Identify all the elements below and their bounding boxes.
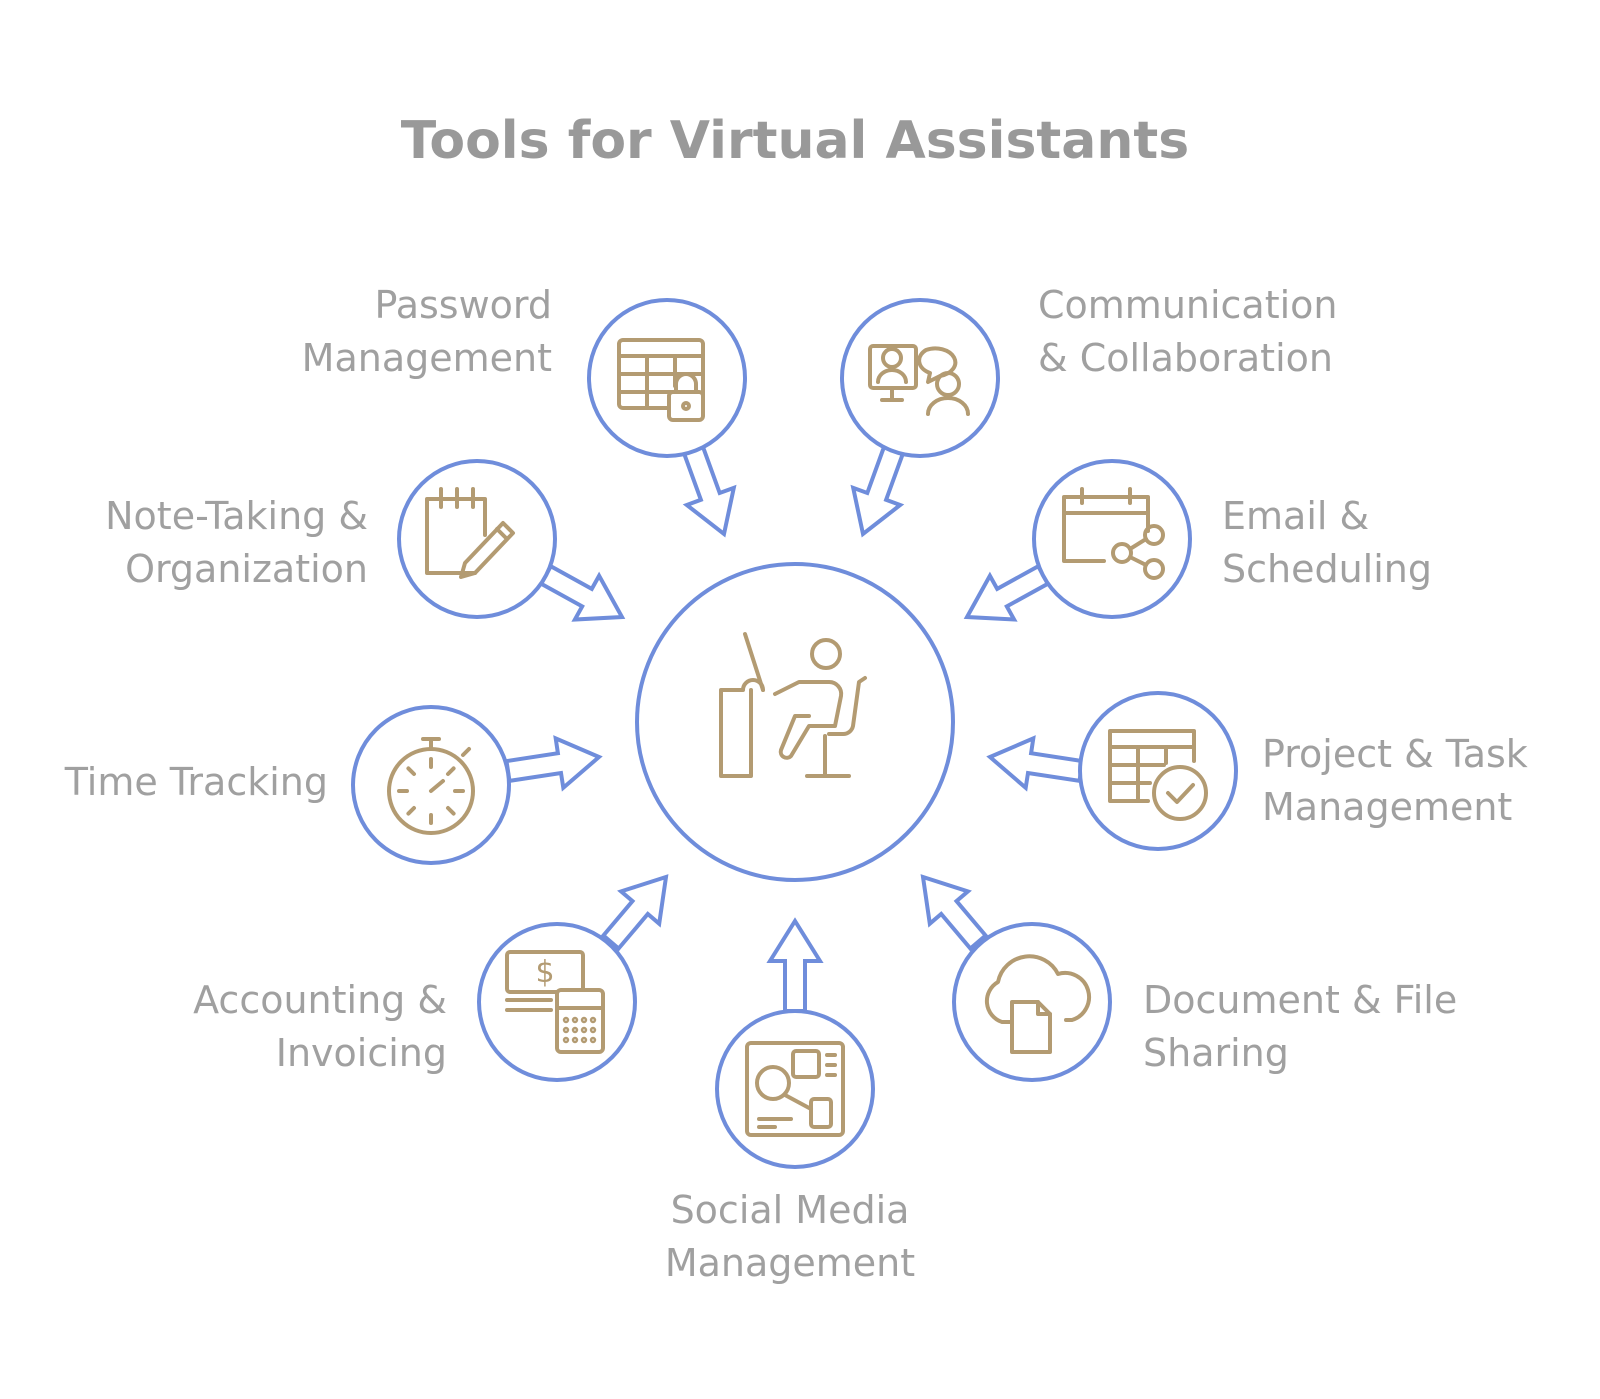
tool-label-line: Document & File <box>1143 978 1457 1022</box>
tool-label-line: Password <box>375 283 553 327</box>
tool-circle-email <box>1032 459 1192 619</box>
calendar-share-icon <box>1062 487 1165 580</box>
person-at-desk-icon <box>719 632 867 778</box>
center-hub <box>635 562 955 882</box>
tool-node-note: Note-Taking & Organization <box>105 459 626 622</box>
tool-label-line: Management <box>1262 785 1512 829</box>
tool-label-line: Time Tracking <box>64 760 328 804</box>
tool-circle-social <box>715 1009 875 1169</box>
tool-label-email: Email & Scheduling <box>1222 494 1432 591</box>
tool-label-line: Scheduling <box>1222 547 1432 591</box>
tool-circle-password <box>587 298 747 458</box>
diagram-title: Tools for Virtual Assistants <box>401 111 1189 171</box>
tool-circle-note <box>397 459 557 619</box>
tool-label-line: Project & Task <box>1262 732 1528 776</box>
tool-node-communication: Communication & Collaboration <box>840 283 1338 538</box>
notepad-pencil-icon <box>425 487 515 579</box>
arrow-password <box>680 440 737 538</box>
center-circle <box>635 562 955 882</box>
arrow-document <box>920 874 989 952</box>
arrow-accounting <box>600 874 669 952</box>
tool-label-line: Accounting & <box>193 978 447 1022</box>
cloud-document-icon <box>984 954 1092 1054</box>
arrow-project <box>986 735 1085 792</box>
video-chat-icon <box>868 344 970 416</box>
arrow-communication <box>850 440 907 538</box>
tool-node-time: Time Tracking <box>64 705 603 865</box>
tool-label-note: Note-Taking & Organization <box>105 494 368 591</box>
tool-label-accounting: Accounting & Invoicing <box>193 978 447 1075</box>
tool-label-line: Note-Taking & <box>105 494 368 538</box>
tool-label-line: Communication <box>1038 283 1338 327</box>
arrow-social <box>766 917 824 1013</box>
tool-node-accounting: $ Accounting & Invoicing <box>193 874 669 1082</box>
tool-label-line: Email & <box>1222 494 1369 538</box>
tool-circle-communication <box>840 298 1000 458</box>
social-layout-icon <box>745 1041 845 1137</box>
tool-label-line: Organization <box>125 547 368 591</box>
tool-circle-time <box>351 705 511 865</box>
stopwatch-icon <box>387 737 475 835</box>
money-calculator-icon: $ <box>505 950 605 1054</box>
tool-label-line: Social Media <box>671 1188 910 1232</box>
tool-node-email: Email & Scheduling <box>963 459 1432 622</box>
table-checkmark-icon <box>1108 729 1208 821</box>
tool-label-line: Management <box>665 1241 915 1285</box>
tool-label-line: Invoicing <box>276 1031 447 1075</box>
arrow-note <box>538 563 626 622</box>
arrow-email <box>963 563 1051 622</box>
tool-label-line: Sharing <box>1143 1031 1289 1075</box>
tool-label-time: Time Tracking <box>64 760 328 804</box>
svg-text:$: $ <box>535 955 554 990</box>
tool-label-communication: Communication & Collaboration <box>1038 283 1338 380</box>
tool-circle-project <box>1078 691 1238 851</box>
arrow-time <box>504 735 603 792</box>
tool-label-line: & Collaboration <box>1038 336 1333 380</box>
spreadsheet-lock-icon <box>617 338 705 422</box>
tool-label-line: Management <box>302 336 552 380</box>
